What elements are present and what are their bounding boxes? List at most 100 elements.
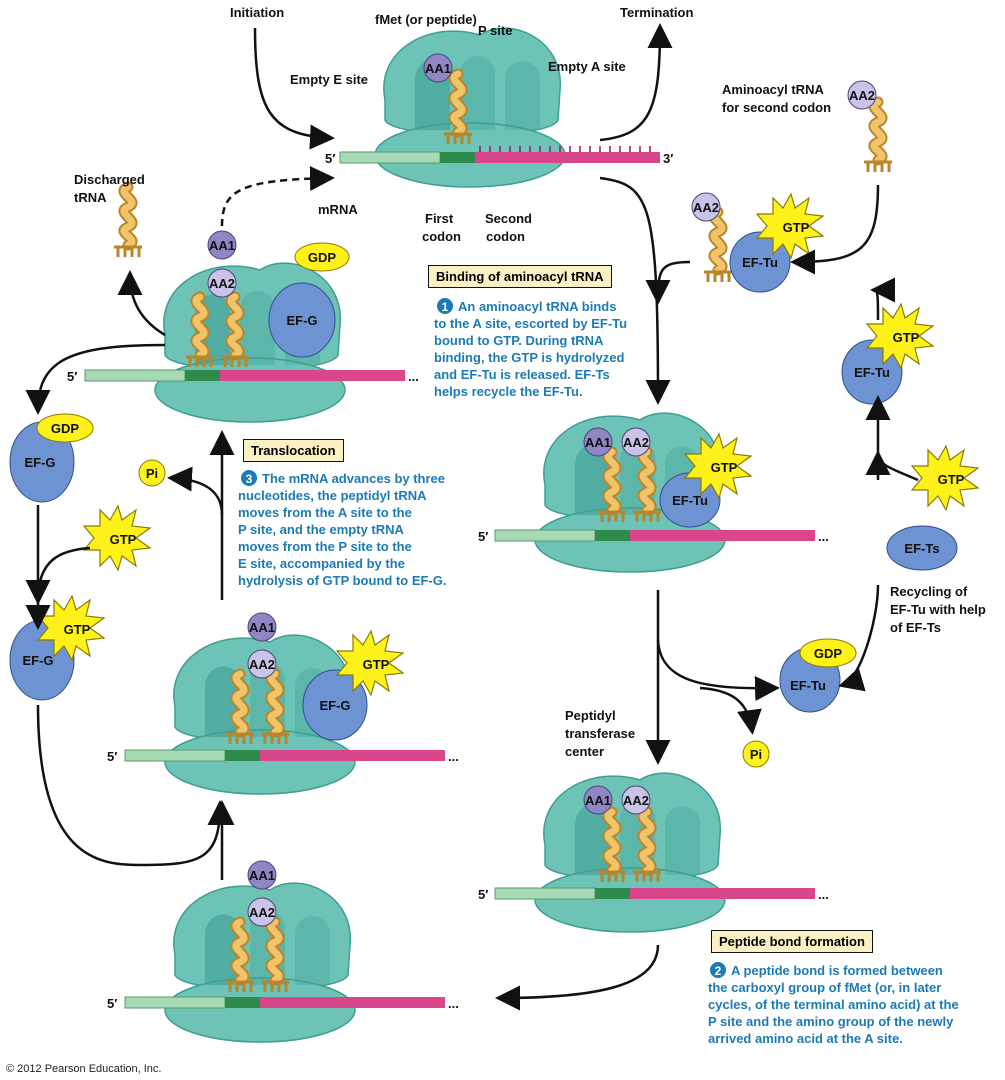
step-1-bullet: [437, 298, 453, 314]
gdp-label-eftu: GDP: [814, 646, 843, 661]
ef-g-label-4: EF-G: [319, 698, 350, 713]
svg-text:cycles, of the terminal amino: cycles, of the terminal amino acid) at t…: [708, 997, 959, 1012]
svg-text:moves from the P site to the: moves from the P site to the: [238, 539, 412, 554]
ef-tu-label-4: EF-Tu: [672, 493, 708, 508]
label-peptidyl-2: transferase: [565, 726, 635, 741]
aa1-top: AA1: [423, 53, 453, 83]
aa2-label-lm: AA2: [249, 657, 275, 672]
ellipsis-tl: ...: [408, 369, 419, 384]
label-5prime-lm: 5′: [107, 749, 117, 764]
aa2-label-rl: AA2: [623, 793, 649, 808]
gtp-label-6: GTP: [64, 622, 91, 637]
label-first-codon-2: codon: [422, 229, 461, 244]
step-3-number: 3: [246, 472, 253, 486]
label-empty-a-site: Empty A site: [548, 59, 626, 74]
label-peptidyl-1: Peptidyl: [565, 708, 616, 723]
label-aminoacyl-2: for second codon: [722, 100, 831, 115]
gtp-label-5: GTP: [110, 532, 137, 547]
aa1-label-rm: AA1: [585, 435, 611, 450]
aa2-label-escorted: AA2: [693, 200, 719, 215]
svg-text:helps recycle the EF-Tu.: helps recycle the EF-Tu.: [434, 384, 583, 399]
pi-left: [138, 459, 166, 487]
label-recycling-3: of EF-Ts: [890, 620, 941, 635]
ef-tu-label-3: EF-Tu: [790, 678, 826, 693]
ef-g-label-2: EF-G: [24, 455, 55, 470]
step-3-bullet: [241, 470, 257, 486]
label-second-codon-1: Second: [485, 211, 532, 226]
label-fmet: fMet (or peptide): [375, 12, 477, 27]
ellipsis-rl: ...: [818, 887, 829, 902]
ellipsis-lm: ...: [448, 749, 459, 764]
step-title-translocation: Translocation: [243, 439, 344, 462]
label-5prime-bl: 5′: [107, 996, 117, 1011]
step-title-binding: Binding of aminoacyl tRNA: [428, 265, 612, 288]
ellipsis-bl: ...: [448, 996, 459, 1011]
label-discharged-2: tRNA: [74, 190, 107, 205]
label-second-codon-2: codon: [486, 229, 525, 244]
label-recycling-2: EF-Tu with help: [890, 602, 986, 617]
trna-with-ef-tu: [704, 212, 732, 282]
aminoacyl-trna-second-codon: [864, 102, 892, 172]
aa1-label-rl: AA1: [585, 793, 611, 808]
svg-text:bound to GTP. During tRNA: bound to GTP. During tRNA: [434, 333, 604, 348]
gdp-label-efg-1: GDP: [308, 250, 337, 265]
gtp-label-2: GTP: [893, 330, 920, 345]
svg-text:arrived amino acid at the A si: arrived amino acid at the A site.: [708, 1031, 903, 1046]
aa2-label-rm: AA2: [623, 435, 649, 450]
step-title-peptide: Peptide bond formation: [711, 930, 873, 953]
ef-tu-label-1: EF-Tu: [742, 255, 778, 270]
label-5prime-tl: 5′: [67, 369, 77, 384]
ribosome-bottom: [124, 860, 445, 1043]
step-1-number: 1: [442, 300, 449, 314]
discharged-trna: [114, 187, 142, 257]
label-5prime-rm: 5′: [478, 529, 488, 544]
ef-g-label-1: EF-G: [286, 313, 317, 328]
svg-text:to the A site, escorted by EF-: to the A site, escorted by EF-Tu: [434, 316, 627, 331]
pi-label-left: Pi: [146, 466, 158, 481]
step-2-text: A peptide bond is formed between the car…: [708, 963, 959, 1046]
gdp-ef-tu: [799, 638, 857, 668]
aa1-label-bl: AA1: [249, 868, 275, 883]
label-aminoacyl-1: Aminoacyl tRNA: [722, 82, 824, 97]
label-peptidyl-3: center: [565, 744, 604, 759]
gdp-label-efg-2: GDP: [51, 421, 80, 436]
label-5prime-rl: 5′: [478, 887, 488, 902]
svg-text:binding, the GTP is hydrolyzed: binding, the GTP is hydrolyzed: [434, 350, 625, 365]
svg-text:An aminoacyl tRNA binds: An aminoacyl tRNA binds: [458, 299, 616, 314]
label-empty-e-site: Empty E site: [290, 72, 368, 87]
gtp-label-7: GTP: [363, 657, 390, 672]
aa2-free: [847, 80, 877, 110]
pi-right: [742, 740, 770, 768]
ef-ts-label: EF-Ts: [904, 541, 939, 556]
svg-text:moves from the A site to the: moves from the A site to the: [238, 505, 412, 520]
aa2-label-tl: AA2: [209, 276, 235, 291]
step-1-text: An aminoacyl tRNA binds to the A site, e…: [434, 299, 627, 399]
aa1-label-tl: AA1: [209, 238, 235, 253]
ef-ts: [886, 525, 958, 571]
aa2-label-bl: AA2: [249, 905, 275, 920]
cycle-arrows: [25, 23, 919, 1011]
label-initiation: Initiation: [230, 5, 284, 20]
svg-text:AA1: AA1: [425, 61, 451, 76]
svg-text:P site and the amino group of: P site and the amino group of the newly: [708, 1014, 954, 1029]
label-discharged-1: Discharged: [74, 172, 145, 187]
svg-text:and EF-Tu is released. EF-Ts: and EF-Tu is released. EF-Ts: [434, 367, 610, 382]
label-mrna: mRNA: [318, 202, 358, 217]
label-termination: Termination: [620, 5, 693, 20]
svg-text:The mRNA advances by three: The mRNA advances by three: [262, 471, 445, 486]
ribosome-peptide-bond: [494, 772, 815, 933]
gtp-stars: [36, 192, 980, 697]
ellipsis-rm: ...: [818, 529, 829, 544]
ef-tu-label-2: EF-Tu: [854, 365, 890, 380]
svg-text:nucleotides, the peptidyl tRNA: nucleotides, the peptidyl tRNA: [238, 488, 427, 503]
aa2-escorted: [691, 192, 721, 222]
label-5prime-top: 5′: [325, 151, 335, 166]
gdp-ef-g-top: [294, 242, 350, 272]
gdp-ef-g-left: [36, 413, 94, 443]
gtp-label-4: GTP: [711, 460, 738, 475]
label-first-codon-1: First: [425, 211, 454, 226]
label-3prime-top: 3′: [663, 151, 673, 166]
dashed-return-arrow: [220, 165, 335, 227]
top-ribosome: [339, 27, 660, 188]
